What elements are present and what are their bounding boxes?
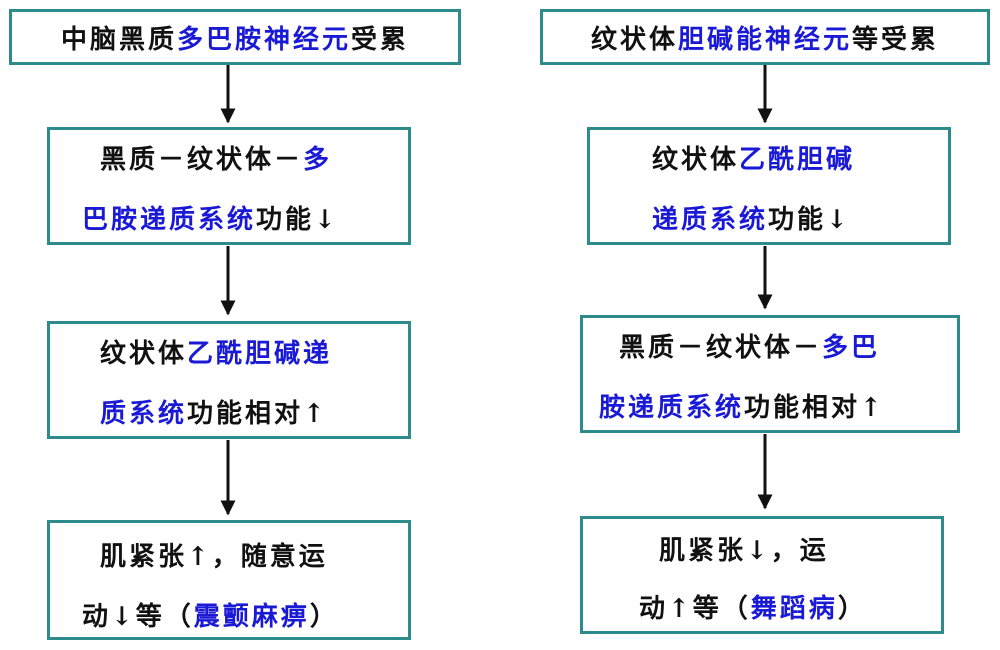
right-box-4: 肌紧张↓，运 动↑等（舞蹈病） [580,516,944,634]
right-box-3-line-1: 黑质－纹状体－多巴 [619,332,880,364]
text-run: 功能相对↑ [187,399,328,429]
left-box-4-line-2: 动↓等（震颤麻痹） [82,601,339,633]
text-run: 多巴胺神经元 [176,24,351,55]
text-run: 动↑等（ [639,594,751,624]
text-run: 多 [303,145,333,175]
text-run: 乙酰胆碱 [739,145,856,175]
text-run: 功能相对↑ [744,393,885,423]
right-box-3-line-2: 胺递质系统功能相对↑ [599,392,885,424]
text-run: 纹状体 [652,145,740,175]
left-box-4-line-1: 肌紧张↑，随意运 [100,541,328,573]
text-run: 功能↓ [256,205,339,235]
text-run: 胺递质系统 [599,393,745,423]
text-run: 受累 [351,24,410,55]
text-run: ） [309,602,339,632]
text-run: 动↓等（ [82,602,194,632]
right-box-2-line-1: 纹状体乙酰胆碱 [652,144,855,176]
left-box-3-line-1: 纹状体乙酰胆碱递 [100,338,332,370]
left-box-4: 肌紧张↑，随意运 动↓等（震颤麻痹） [47,520,411,640]
left-box-2: 黑质－纹状体－多 巴胺递质系统功能↓ [47,127,411,245]
text-run: 纹状体 [100,339,188,369]
left-box-2-line-1: 黑质－纹状体－多 [100,144,332,176]
right-box-1-text: 纹状体胆碱能神经元等受累 [591,19,939,56]
left-box-3-line-2: 质系统功能相对↑ [100,398,328,430]
text-run: ） [837,594,867,624]
text-run: 黑质－纹状体－ [100,145,304,175]
text-run: 黑质－纹状体－ [619,333,823,363]
right-box-4-line-1: 肌紧张↓，运 [659,535,829,567]
left-box-1-text: 中脑黑质多巴胺神经元受累 [61,19,409,56]
right-box-3: 黑质－纹状体－多巴 胺递质系统功能相对↑ [580,315,960,433]
left-box-2-line-2: 巴胺递质系统功能↓ [82,204,339,236]
right-box-2-line-2: 递质系统功能↓ [652,204,851,236]
text-run: 舞蹈病 [750,594,838,624]
text-run: 等受累 [852,24,940,55]
text-run: 肌紧张↓，运 [659,536,829,566]
text-run: 递质系统 [652,205,769,235]
left-box-1: 中脑黑质多巴胺神经元受累 [9,9,461,65]
right-box-4-line-2: 动↑等（舞蹈病） [639,593,867,625]
right-box-1: 纹状体胆碱能神经元等受累 [540,9,990,65]
left-box-3: 纹状体乙酰胆碱递 质系统功能相对↑ [47,321,411,439]
text-run: 震颤麻痹 [193,602,310,632]
text-run: 巴胺递质系统 [82,205,257,235]
text-run: 质系统 [100,399,188,429]
text-run: 中脑黑质 [60,24,177,55]
text-run: 功能↓ [768,205,851,235]
right-box-2: 纹状体乙酰胆碱 递质系统功能↓ [587,127,951,245]
text-run: 乙酰胆碱递 [187,339,333,369]
text-run: 纹状体 [590,24,678,55]
text-run: 肌紧张↑，随意运 [100,542,328,572]
text-run: 胆碱能神经元 [677,24,852,55]
text-run: 多巴 [822,333,881,363]
